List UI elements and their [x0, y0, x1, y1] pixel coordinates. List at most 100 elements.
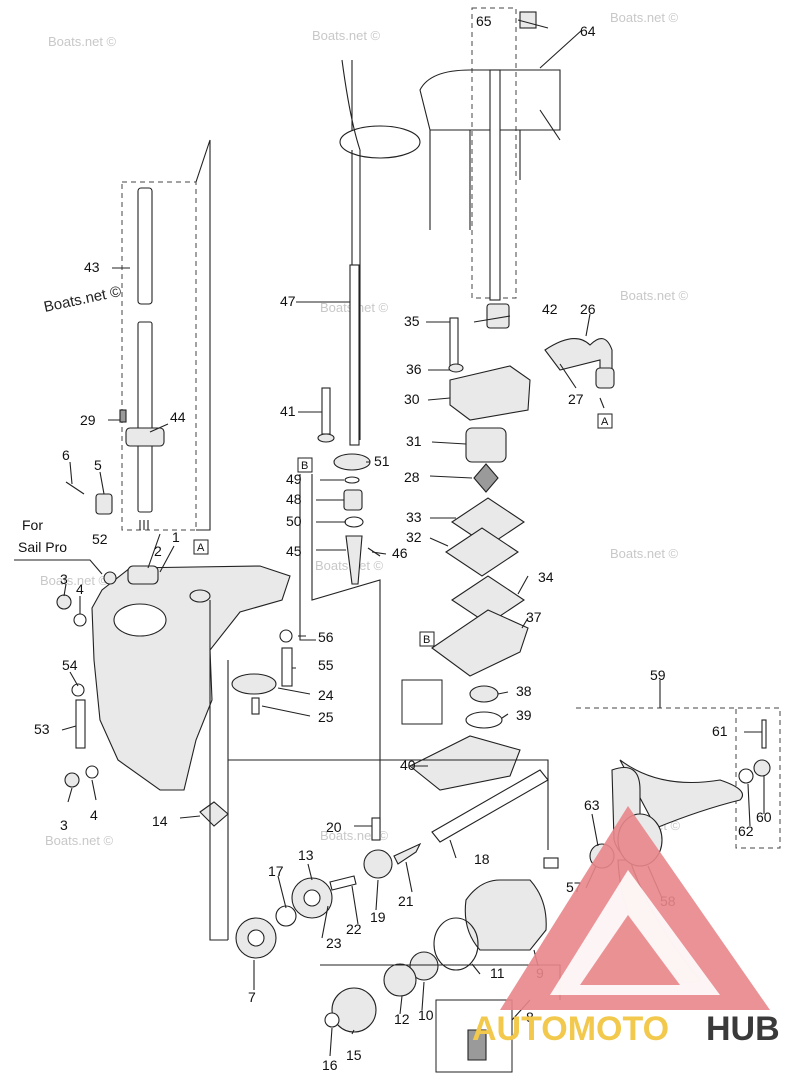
label-5: 5: [94, 457, 102, 473]
note-line-2: Sail Pro: [18, 539, 67, 555]
label-16: 16: [322, 1057, 338, 1073]
oring-50: [344, 516, 364, 528]
label-10: 10: [418, 1007, 434, 1023]
nut-60: [753, 759, 771, 777]
grommet-42: [486, 303, 510, 329]
label-50: 50: [286, 513, 302, 529]
housing-bore: [113, 603, 167, 637]
washer-54: [71, 683, 85, 697]
sail-pro-note: For Sail Pro: [18, 517, 67, 555]
label-12: 12: [394, 1011, 410, 1027]
label-28: 28: [404, 469, 420, 485]
drive-shaft-lower: [137, 321, 153, 513]
label-6: 6: [62, 447, 70, 463]
shaft-bearing: [125, 427, 165, 447]
watermark: Boats.net ©: [40, 573, 109, 588]
label-32: 32: [406, 529, 422, 545]
label-19: 19: [370, 909, 386, 925]
label-47: 47: [280, 293, 296, 309]
label-42: 42: [542, 301, 558, 317]
gear-hub-13: [303, 889, 321, 907]
ref-box-b-label: B: [301, 460, 308, 472]
washer-62: [738, 768, 754, 784]
watermark: Boats.net ©: [45, 833, 114, 848]
watermark: Boats.net ©: [610, 10, 679, 25]
label-52: 52: [92, 531, 108, 547]
lower-unit-housing: [56, 481, 293, 941]
label-35: 35: [404, 313, 420, 329]
anode-5: [95, 493, 113, 515]
label-51: 51: [374, 453, 390, 469]
bearing-1: [127, 565, 159, 585]
bearing-10: [409, 951, 439, 981]
label-4b: 4: [90, 807, 98, 823]
label-40: 40: [400, 757, 416, 773]
bracket-lines: [429, 109, 561, 230]
label-20: 20: [326, 819, 342, 835]
shift-rod-parts: [299, 387, 381, 830]
bolt-57: [543, 857, 559, 869]
housing-leaders: [209, 600, 229, 941]
watermark: Boats.net ©: [48, 34, 117, 49]
cross-pin-22: [329, 875, 357, 891]
label-59: 59: [650, 667, 666, 683]
seal-detail-box: [401, 679, 443, 725]
reverse-gear-15: [331, 987, 377, 1033]
impeller-28: [473, 463, 499, 493]
label-44: 44: [170, 409, 186, 425]
washer-52: [103, 571, 117, 585]
label-26: 26: [580, 301, 596, 317]
label-34: 34: [538, 569, 554, 585]
leader-lines: [14, 19, 765, 1057]
cotter-pin-61: [761, 719, 767, 749]
label-3a: 3: [60, 571, 68, 587]
bushing-48: [343, 489, 363, 511]
label-21: 21: [398, 893, 414, 909]
label-56: 56: [318, 629, 334, 645]
logo-triangle-core: [580, 915, 680, 985]
label-11: 11: [490, 965, 505, 981]
seal-8: [467, 1029, 487, 1061]
label-54: 54: [62, 657, 78, 673]
watermark: Boats.net ©: [610, 546, 679, 561]
bolt-35: [449, 317, 459, 367]
pump-insert-31: [465, 427, 507, 463]
prop-shaft-housing-9: [464, 879, 547, 951]
bolt-41: [321, 387, 331, 435]
ref-box-a: [193, 539, 209, 555]
label-61: 61: [712, 723, 728, 739]
label-27: 27: [568, 391, 584, 407]
washer-56: [279, 629, 293, 643]
gasket-40: [408, 735, 521, 791]
note-line-1: For: [22, 517, 43, 533]
automotohub-logo: AUTOMOTO HUB: [472, 806, 780, 1048]
pin-20: [371, 817, 381, 841]
reference-boxes: A A B B: [193, 413, 613, 647]
logo-text-automoto: AUTOMOTO: [472, 1010, 669, 1048]
shim-16: [324, 1012, 340, 1028]
bearing-12: [383, 963, 417, 997]
plate-32: [445, 527, 519, 577]
label-46: 46: [392, 545, 408, 561]
drive-shaft-assembly: [119, 139, 211, 531]
grommet-27: [595, 367, 615, 389]
label-38: 38: [516, 683, 532, 699]
shift-rod-guide: [299, 474, 381, 830]
lever-24: [231, 673, 277, 695]
oring-11: [433, 917, 479, 971]
label-48: 48: [286, 491, 302, 507]
housing-port: [189, 589, 211, 603]
propeller-shaft-assembly: [228, 759, 561, 1073]
shift-cam-45: [345, 535, 363, 585]
label-13: 13: [298, 847, 314, 863]
washer-4b: [85, 765, 99, 779]
gear-train-frame: [228, 759, 549, 850]
label-36: 36: [406, 361, 422, 377]
washer-36: [448, 363, 464, 373]
washer-41: [317, 433, 335, 443]
label-65: 65: [476, 13, 492, 29]
pump-base-37: [431, 609, 529, 677]
bearing-race-7: [247, 929, 265, 947]
label-25: 25: [318, 709, 334, 725]
